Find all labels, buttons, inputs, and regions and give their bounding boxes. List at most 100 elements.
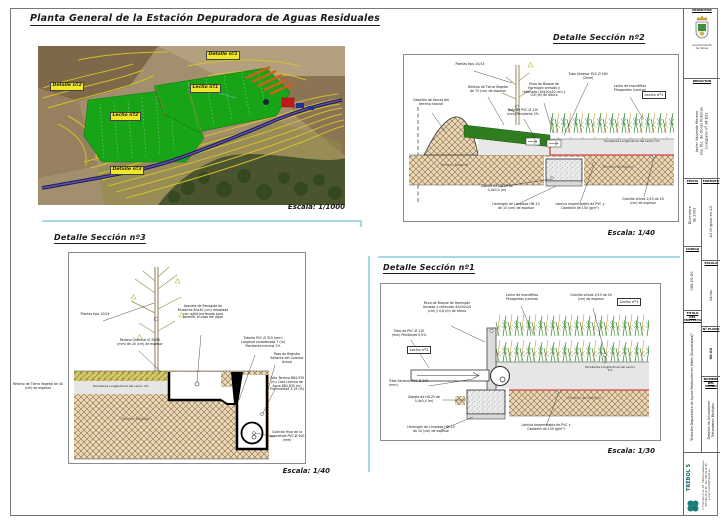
tb-nombre-header: NOMBRE DEL PLANO	[703, 377, 719, 389]
annotation-colector: Colector final de la acometida PVC Ø 400…	[269, 430, 305, 442]
tb-nombre-cell: NOMBRE DEL PLANO Detalles de Actuaciones…	[702, 376, 720, 452]
annotation-gravilla: Gravilla silícea 2/10 de 40 (cm) de espe…	[622, 197, 664, 205]
annotation-hormigon: Hormigón de Limpieza HM-10 de 10 (cm) de…	[492, 202, 540, 210]
photo-label-detalle3: Detalle nº3	[110, 166, 145, 175]
annotation-lamina: Lámina impermeable de PVC y Geotextil de…	[521, 423, 571, 431]
trees	[168, 169, 342, 203]
manhole-chamber	[167, 372, 269, 451]
tb-titulo-cell: TÍTULO DEL PROYECTO "Estación Depuradora…	[684, 310, 702, 452]
annotation-plantas: Plantas tipo 10/14	[455, 62, 485, 66]
orange-works-strip	[245, 65, 295, 96]
tb-redactor-header: REDACTOR	[692, 79, 712, 83]
tree	[130, 266, 185, 371]
tb-nombre-value: Detalles de Actuaciones Tratamiento Biol…	[706, 401, 715, 440]
road	[41, 98, 343, 190]
annotation-sanecor: Tubo Sanecor PVC Ø 200 (mm)	[389, 379, 429, 387]
ground-hatch	[505, 390, 649, 416]
leader-markers	[550, 116, 656, 180]
tb-firm-address: C/ Francisco Aritio, 92 · 19004 Guadalaj…	[702, 460, 711, 510]
tb-codigo-value: 085-09-OC	[690, 271, 695, 291]
tb-formato-value: A3 Original en A3	[708, 206, 713, 238]
outfall-pipe-circle	[240, 421, 264, 445]
seccion3-drawing	[74, 266, 276, 460]
photo-label-detalle1: Detalle nº1	[206, 51, 241, 60]
inlet-pipe	[410, 365, 511, 387]
planta-title: Planta General de la Estación Depuradora…	[30, 13, 380, 26]
blinding-layer	[545, 180, 583, 187]
tb-formato-cell: FORMATO A3 Original en A3	[702, 178, 720, 260]
tb-titulo-value: "Estación Depuradora de Aguas Residuales…	[690, 333, 695, 442]
tb-plano-cell: Nº PLANO 06.04	[702, 326, 720, 376]
aerial-photo-graphic	[38, 46, 345, 205]
tb-firm-name: TRÉBOL 5	[686, 463, 692, 491]
annotation-relleno-tv: Relleno de Tierra Vegetal de 40 (cm) de …	[12, 382, 63, 390]
clover-logo-icon	[687, 500, 699, 512]
tb-promotor-cell: PROMOTOR Ayuntamiento de Yebes	[684, 8, 720, 78]
tb-redactor-name: Javier Valverde Moreno Ing. Téc. de Obra…	[694, 106, 709, 155]
topsoil-strip	[74, 371, 174, 381]
divider-horizontal-right	[378, 256, 680, 258]
annotation-zapata: Zapata de HA-25 de 0,4x0,4 (m)	[480, 184, 514, 192]
annotation-relleno-granular: Relleno Granular Ø 40/80 (mm) de 20 (cm)…	[117, 338, 163, 346]
tb-codigo-header: CÓDIGO	[685, 247, 700, 251]
tb-firm-cell: TRÉBOL 5 C/ Francisco Aritio, 92 · 19004…	[684, 452, 720, 516]
annotation-macrofitas: Lecho de macrófitas Phragmites (carrizo)	[613, 84, 647, 92]
terrain-label-left: Terreno Natural	[440, 163, 469, 167]
annotation-hormigon: Hormigón de Limpieza HM-10 de 10 (cm) de…	[407, 425, 455, 433]
annotation-muro: Muro de Bloque de Hormigón Armado y rell…	[422, 301, 472, 313]
tb-escala-value: Varias	[708, 290, 713, 302]
divider-tick	[360, 220, 362, 227]
photo-label-lecho1: Lecho nº1	[190, 84, 221, 93]
flow-arrows	[525, 137, 562, 148]
annotation-pendiente: Pendiente Longitudinal del Lecho 2%	[93, 384, 149, 388]
field-edges	[154, 85, 205, 139]
planta-escala: Escala: 1/1000	[287, 203, 345, 211]
annotation-cotas: Cota Terreno 884,935 (m) Cota Lámina de …	[269, 376, 305, 392]
seccion2-drawing	[409, 61, 674, 206]
blinding-layer	[466, 413, 506, 420]
seccion2-panel: Plantas tipo 10/14 Relleno de Tierra Veg…	[403, 54, 679, 222]
seccion1-escala: Escala: 1/30	[607, 447, 655, 455]
annotation-caballon: Caballón de tierras del terreno natural	[412, 98, 450, 106]
annotation-relleno-tv: Relleno de Tierra Vegetal de 70 (cm) de …	[468, 85, 508, 93]
reed-bed	[550, 113, 674, 139]
annotation-bote: Bote de PVC Ø 110 (mm) Pendiente 2%	[507, 108, 539, 116]
annotation-arqueta: Arqueta de Recogida de Muestras 40x40 (c…	[177, 304, 229, 320]
leader-lines	[102, 302, 276, 438]
seccion3-escala: Escala: 1/40	[282, 467, 330, 475]
tb-fecha-value: Diciembre de 2009	[687, 205, 697, 224]
annotation-tubo: Tubo Sanecor PVC Ø 160 (2mm)	[568, 72, 608, 80]
annotation-pendiente: Pendiente Longitudinal del Lecho 1%	[585, 365, 635, 373]
annotation-gravilla: Gravilla silícea 2/10 de 40 (cm) de espe…	[570, 293, 612, 301]
divider-horizontal-left	[42, 220, 362, 222]
annotation-plantas: Plantas tipo 10/14	[80, 312, 110, 316]
seccion1-drawing	[410, 305, 649, 431]
annotation-zapata: Zapata de HA-25 de 0,4x0,4 (m)	[407, 395, 441, 403]
tb-codigo-cell: CÓDIGO 085-09-OC	[684, 246, 702, 310]
seccion1-panel: Muro de Bloque de Hormigón Armado y rell…	[380, 283, 661, 441]
tb-plano-value: 06.04	[708, 348, 713, 360]
leader-lines	[410, 305, 606, 431]
annotation-muro: Muro de Bloque de Hormigón armado y rell…	[522, 82, 566, 98]
block-wall	[486, 327, 497, 391]
tag-lecho2: Lecho nº2	[407, 346, 432, 355]
seccion2-title: Detalle Sección nº2	[553, 33, 645, 44]
granular-strip	[74, 381, 174, 394]
annotation-tubo110: Tubo de PVC Ø 110 (mm) Pendiente 0,5%	[391, 329, 427, 337]
tb-promotor-header: PROMOTOR	[692, 8, 712, 12]
tb-fecha-cell: FECHA Diciembre de 2009	[684, 178, 702, 246]
terrain-label: Terreno Regular	[121, 417, 150, 421]
ground-hatch	[409, 155, 674, 185]
tb-escala-header: ESCALA	[704, 261, 718, 265]
tb-formato-header: FORMATO	[702, 179, 720, 183]
blue-marker	[296, 103, 304, 108]
sheet-border	[10, 8, 718, 516]
young-tree	[501, 61, 534, 125]
reed-bed	[495, 310, 649, 362]
tag-lecho1: Lecho nº1	[617, 298, 642, 307]
seccion3-panel: Plantas tipo 10/14 Relleno Granular Ø 40…	[13, 252, 306, 464]
seccion3-title: Detalle Sección nº3	[54, 233, 146, 244]
tb-redactor-cell: REDACTOR Javier Valverde Moreno Ing. Téc…	[684, 78, 720, 178]
pipe-elbow-circle	[489, 365, 511, 387]
annotation-lamina: Lámina impermeable de PVC y Geotextil de…	[555, 202, 605, 210]
